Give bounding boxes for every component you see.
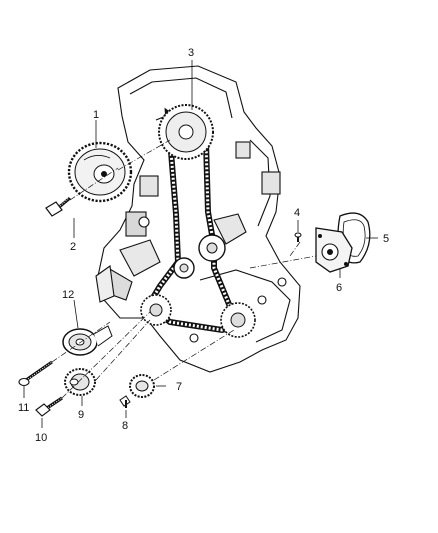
- engine-block: [95, 65, 301, 373]
- part-1-camshaft-sprocket: [67, 141, 133, 203]
- callout-8: 8: [122, 420, 128, 432]
- part-12-tensioner: [62, 325, 113, 356]
- part-4-screw: [294, 232, 302, 242]
- callout-7: 7: [176, 381, 182, 393]
- callout-12: 12: [62, 289, 74, 301]
- part-11-long-bolt: [18, 360, 53, 387]
- tensioner-installed: [173, 257, 195, 279]
- part-6-water-pump: [315, 227, 353, 273]
- camshaft-sprocket-installed: [158, 104, 214, 160]
- callout-4: 4: [294, 207, 300, 219]
- crank-sprocket-installed: [140, 294, 172, 326]
- part-7-crank-sprocket: [129, 374, 155, 398]
- callout-9: 9: [78, 409, 84, 421]
- callout-5: 5: [383, 233, 389, 245]
- callout-2: 2: [70, 241, 76, 253]
- part-2-bolt: [45, 196, 71, 217]
- idler-pulley-installed: [198, 234, 226, 262]
- part-8-small-bolt: [119, 395, 131, 408]
- callout-3: 3: [188, 47, 194, 59]
- water-pump-sprocket-installed: [220, 302, 256, 338]
- callout-10: 10: [35, 432, 47, 444]
- callout-6: 6: [336, 282, 342, 294]
- callouts: 1 2 3 4 5 6 7 8 9 10 11 12: [18, 47, 389, 444]
- callout-1: 1: [93, 109, 99, 121]
- part-10-bolt: [35, 396, 63, 417]
- alignment-lines: [51, 139, 317, 399]
- leader-lines: [23, 60, 378, 428]
- part-9-idler-pulley: [64, 368, 96, 396]
- callout-11: 11: [18, 402, 29, 414]
